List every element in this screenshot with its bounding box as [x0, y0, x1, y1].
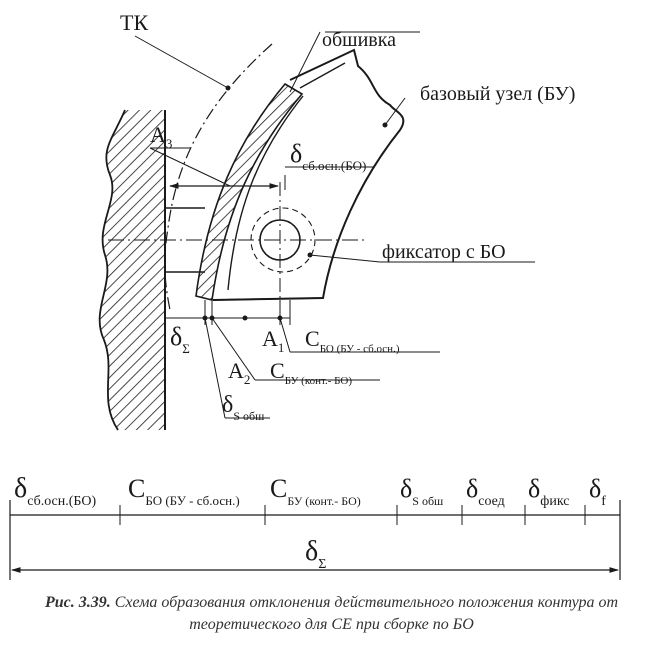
base-unit — [212, 48, 405, 301]
label-d-sb-osn: δсб.осн.(БО) — [290, 139, 366, 173]
label-a3: A3 — [150, 122, 172, 151]
caption-figure-number: Рис. 3.39. — [44, 594, 111, 611]
wall-support — [98, 109, 166, 431]
support-rods — [165, 207, 205, 273]
label-tk: ТК — [120, 10, 148, 35]
label-c-bu: CБУ (конт.- БО) — [270, 358, 352, 387]
label-base-unit: базовый узел (БУ) — [420, 83, 575, 105]
dimension-chain: δсб.осн.(БО) CБО (БУ - сб.осн.) CБУ (кон… — [9, 473, 621, 580]
chain-item-5: δсоед — [466, 474, 505, 509]
label-a2: A2 — [228, 358, 250, 387]
chain-item-4: δS обш — [400, 474, 444, 508]
chain-item-6: δфикс — [528, 474, 570, 509]
chain-item-3: CБУ (конт.- БО) — [270, 474, 361, 508]
label-obshivka: обшивка — [322, 29, 396, 51]
a3-leader — [149, 147, 231, 187]
label-d-sigma: δΣ — [170, 322, 190, 356]
label-a1: A1 — [262, 326, 284, 355]
base-unit-leader-dot — [382, 122, 388, 128]
chain-item-7: δf — [589, 474, 606, 509]
tk-leader-dot — [225, 85, 231, 91]
chain-item-2: CБО (БУ - сб.осн.) — [128, 474, 240, 508]
theoretical-contour-line — [164, 43, 273, 311]
label-fixator: фиксатор с БО — [382, 241, 506, 263]
label-c-bo: CБО (БУ - сб.осн.) — [305, 326, 400, 355]
label-d-s-obsh: δS обш — [222, 392, 265, 423]
caption-text: Схема образования отклонения действитель… — [114, 594, 619, 633]
fixator-leader-dot — [307, 252, 313, 258]
label-leaders — [134, 31, 535, 263]
assembly-deviation-diagram: ТК обшивка базовый узел (БУ) фиксатор с … — [9, 10, 621, 580]
figure-caption: Рис. 3.39. Схема образования отклонения … — [0, 592, 663, 636]
chain-total-label: δΣ — [305, 536, 326, 572]
chain-item-1: δсб.осн.(БО) — [14, 473, 96, 509]
part-dimension-chain — [165, 300, 440, 419]
